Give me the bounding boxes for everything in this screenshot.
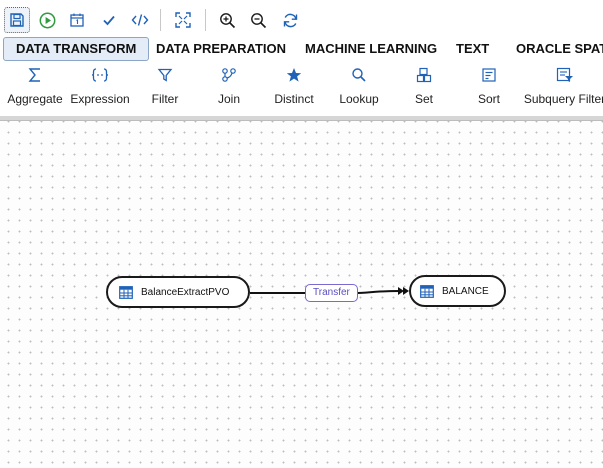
zoom-in-icon	[219, 12, 235, 28]
zoom-out-icon	[250, 12, 266, 28]
save-button[interactable]	[4, 7, 30, 33]
save-icon	[10, 13, 24, 27]
palette-item-set[interactable]: Set	[410, 64, 438, 112]
search-icon	[351, 64, 367, 86]
sort-icon	[481, 64, 497, 86]
transfer-link-label[interactable]: Transfer	[305, 284, 358, 302]
palette-item-subquery-filter[interactable]: Subquery Filter	[523, 64, 603, 112]
design-canvas[interactable]: BalanceExtractPVO Transfer BALANCE	[0, 121, 603, 468]
code-button[interactable]	[127, 7, 153, 33]
fit-icon	[175, 12, 191, 28]
palette-item-label: Aggregate	[7, 92, 63, 106]
join-icon	[221, 64, 237, 86]
set-icon	[416, 64, 432, 86]
tab-data-transform[interactable]: DATA TRANSFORM	[3, 37, 150, 61]
toolbar-separator	[160, 9, 161, 31]
expression-icon	[91, 64, 109, 86]
palette-item-filter[interactable]: Filter	[145, 64, 185, 112]
filter-icon	[157, 64, 173, 86]
palette-item-label: Expression	[70, 92, 130, 106]
node-label: BalanceExtractPVO	[141, 286, 230, 298]
palette-item-label: Filter	[151, 92, 179, 106]
schedule-button[interactable]	[64, 7, 90, 33]
checkmark-icon	[103, 15, 115, 26]
palette-item-distinct[interactable]: Distinct	[272, 64, 316, 112]
code-icon	[131, 14, 149, 26]
palette-item-aggregate[interactable]: Aggregate	[7, 64, 63, 112]
panel-splitter[interactable]	[0, 116, 603, 121]
table-icon	[420, 284, 434, 298]
palette-item-label: Join	[217, 92, 240, 106]
operator-palette: Aggregate Expression Filter Join	[0, 62, 603, 118]
palette-item-label: Set	[414, 92, 433, 106]
category-tabs: DATA TRANSFORM DATA PREPARATION MACHINE …	[0, 37, 603, 62]
subquery-filter-icon	[556, 64, 574, 86]
palette-item-label: Lookup	[339, 92, 379, 106]
validate-button[interactable]	[96, 7, 122, 33]
tab-data-preparation[interactable]: DATA PREPARATION	[156, 41, 286, 56]
run-icon	[39, 12, 55, 28]
palette-item-lookup[interactable]: Lookup	[338, 64, 380, 112]
palette-item-label: Subquery Filter	[523, 92, 603, 106]
zoom-out-button[interactable]	[245, 7, 271, 33]
palette-item-sort[interactable]: Sort	[474, 64, 504, 112]
source-node[interactable]: BalanceExtractPVO	[106, 276, 250, 308]
target-node[interactable]: BALANCE	[409, 275, 506, 307]
refresh-icon	[283, 13, 297, 27]
calendar-icon	[70, 13, 84, 27]
tab-machine-learning[interactable]: MACHINE LEARNING	[305, 41, 438, 56]
refresh-button[interactable]	[277, 7, 303, 33]
star-icon	[286, 64, 302, 86]
toolbar-separator	[205, 9, 206, 31]
main-toolbar	[0, 0, 603, 38]
fit-to-screen-button[interactable]	[170, 7, 196, 33]
tab-text[interactable]: TEXT	[456, 41, 490, 56]
palette-item-join[interactable]: Join	[212, 64, 246, 112]
sigma-icon	[28, 64, 42, 86]
palette-item-label: Sort	[477, 92, 500, 106]
run-button[interactable]	[34, 7, 60, 33]
data-flow-connector	[250, 287, 409, 295]
palette-item-expression[interactable]: Expression	[70, 64, 130, 112]
zoom-in-button[interactable]	[214, 7, 240, 33]
tab-oracle-spatial[interactable]: ORACLE SPATIAL	[516, 41, 603, 56]
palette-item-label: Distinct	[274, 92, 314, 106]
node-label: BALANCE	[442, 285, 489, 297]
table-icon	[119, 285, 133, 299]
